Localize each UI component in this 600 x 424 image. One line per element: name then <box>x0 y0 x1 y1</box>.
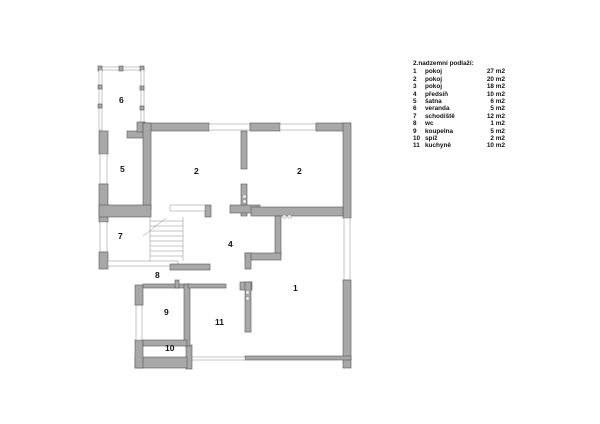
legend-name: veranda <box>425 105 450 113</box>
legend-num: 4 <box>413 90 417 98</box>
legend-row: 1 pokoj 27 m2 <box>413 68 505 75</box>
legend-area: 12 m2 <box>486 112 505 120</box>
legend-num: 10 <box>413 134 421 142</box>
legend-area: 6 m2 <box>490 97 505 105</box>
label-spiz: 10 <box>165 343 175 353</box>
legend-row: 8 wc 1 m2 <box>413 120 505 127</box>
legend-num: 2 <box>413 75 417 83</box>
label-satna: 5 <box>120 164 125 174</box>
legend-area: 5 m2 <box>490 127 505 135</box>
legend-row: 4 předsíň 10 m2 <box>413 91 505 98</box>
legend-row: 10 spíž 2 m2 <box>413 135 505 142</box>
legend-row: 2 pokoj 20 m2 <box>413 76 505 83</box>
legend-area: 18 m2 <box>486 83 505 91</box>
legend-area: 20 m2 <box>486 75 505 83</box>
legend-num: 5 <box>413 97 417 105</box>
legend-area: 10 m2 <box>486 142 505 150</box>
legend-num: 7 <box>413 112 417 120</box>
legend-num: 3 <box>413 83 417 91</box>
label-schodiste: 7 <box>118 231 123 241</box>
legend-row: 11 kuchyně 10 m2 <box>413 142 505 149</box>
legend-area: 1 m2 <box>490 120 505 128</box>
legend-num: 6 <box>413 105 417 113</box>
legend-row: 3 pokoj 18 m2 <box>413 83 505 90</box>
label-pokoj-left: 2 <box>194 166 199 176</box>
label-veranda: 6 <box>119 95 124 105</box>
veranda-structure <box>97 65 145 131</box>
legend-title: 2.nadzemní podlaží: <box>413 60 474 67</box>
label-pokoj-large: 1 <box>293 283 298 293</box>
legend-area: 27 m2 <box>486 68 505 76</box>
legend-name: koupelna <box>425 127 454 135</box>
chimney-vents <box>242 194 292 301</box>
room-legend: 2.nadzemní podlaží: 1 pokoj 27 m2 2 pokoj 20… <box>413 60 505 150</box>
legend-name: spíž <box>425 134 438 142</box>
legend-name: pokoj <box>425 75 443 83</box>
label-koupelna: 9 <box>164 307 169 317</box>
room-labels: 6 5 2 2 7 4 8 1 9 11 10 <box>118 95 302 353</box>
legend-name: pokoj <box>425 83 443 91</box>
label-wc: 8 <box>155 270 160 280</box>
legend-name: předsíň <box>425 90 449 98</box>
legend-name: pokoj <box>425 68 443 76</box>
interior-walls <box>142 130 344 347</box>
legend-name: schodiště <box>425 112 455 120</box>
legend-row: 5 šatna 6 m2 <box>413 98 505 105</box>
legend-area: 10 m2 <box>486 90 505 98</box>
legend-num: 9 <box>413 127 417 135</box>
legend-row: 9 koupelna 5 m2 <box>413 128 505 135</box>
legend-num: 8 <box>413 120 417 128</box>
legend-name: šatna <box>425 97 442 105</box>
label-predsin: 4 <box>228 239 233 249</box>
legend-name: wc <box>425 120 434 128</box>
legend-num: 1 <box>413 68 417 76</box>
legend-row: 7 schodiště 12 m2 <box>413 113 505 120</box>
legend-area: 2 m2 <box>490 134 505 142</box>
label-pokoj-right: 2 <box>297 166 302 176</box>
legend-area: 5 m2 <box>490 105 505 113</box>
outer-walls <box>98 122 352 370</box>
legend-row: 6 veranda 5 m2 <box>413 105 505 112</box>
label-kuchyne: 11 <box>215 317 224 327</box>
legend-name: kuchyně <box>425 142 451 150</box>
legend-num: 11 <box>413 142 420 150</box>
staircase <box>142 217 184 261</box>
